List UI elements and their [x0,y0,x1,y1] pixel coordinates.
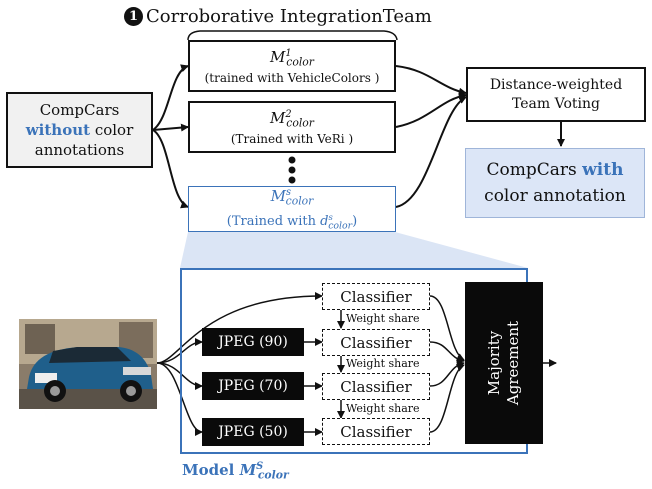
arrow-cls4-maj [429,364,465,433]
title-text: Corroborative IntegrationTeam [146,5,432,27]
model-box-1: M1color (trained with VehicleColors ) [188,40,396,92]
voting-line1: Distance-weighted [489,76,623,93]
weight-share-label-1: Weight share [346,312,420,325]
arrow-cls2-maj [429,341,465,364]
arrow-models-voting [395,96,467,208]
input-rest: color [90,121,134,139]
jpeg-90-box: JPEG (90) [202,328,304,356]
weight-share-label-2: Weight share [346,357,420,370]
classifier-1: Classifier [322,283,430,310]
model-box-2: M2color (Trained with VeRi ) [188,101,396,153]
majority-label: Majority Agreement [465,282,543,444]
voting-line2: Team Voting [512,95,600,112]
arrow-input-model1 [152,64,189,131]
input-box: CompCars without color annotations [6,92,153,168]
arrow-input-models [152,129,189,209]
model-1-symbol: M1color [270,47,314,69]
input-line2: without color [26,120,134,140]
title-marker-icon: 1 [124,6,143,26]
model-2-caption: (Trained with VeRi ) [230,132,354,147]
more-models-ellipsis [288,156,296,184]
output-emphasis: with [582,160,624,180]
input-emphasis: without [25,121,91,139]
model-s-symbol: Mscolor [270,186,314,208]
jpeg-70-box: JPEG (70) [202,372,304,400]
model-2-symbol: M2color [270,108,314,130]
majority-word: Majority [485,330,503,396]
model-s-caption: (Trained with dscolor) [226,212,358,232]
model-1-caption: (trained with VehicleColors ) [204,71,380,86]
input-line1: CompCars [39,101,120,119]
input-line3: annotations [34,141,125,159]
team-title: 1 Corroborative IntegrationTeam [124,3,464,29]
voting-box: Distance-weighted Team Voting [466,67,646,122]
output-line2: color annotation [484,186,626,206]
model-caption: Model MScolor [182,460,289,482]
agreement-word: Agreement [504,320,522,406]
zoom-highlight [180,232,528,268]
output-box: CompCars with color annotation [465,148,645,218]
model-box-s: Mscolor (Trained with dscolor) [188,186,396,232]
classifier-2: Classifier [322,329,430,356]
arrow-model2-voting [395,92,467,128]
arrow-input-model2 [152,123,189,132]
team-brace [187,30,398,41]
output-line1: CompCars with [486,160,624,180]
weight-share-label-3: Weight share [346,402,420,415]
classifier-4: Classifier [322,418,430,445]
classifier-3: Classifier [322,373,430,400]
arrow-model1-voting [395,65,467,96]
car-photo [19,319,157,409]
jpeg-50-box: JPEG (50) [202,418,304,446]
majority-agreement-box: Majority Agreement [465,282,543,444]
